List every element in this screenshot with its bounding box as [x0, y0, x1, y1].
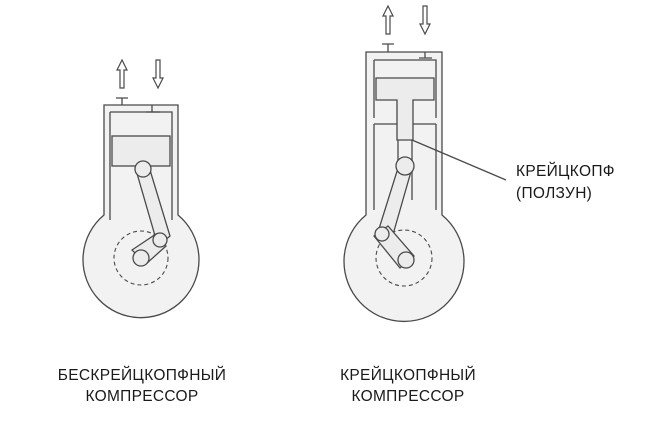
right-crosshead-pin — [395, 156, 415, 176]
crossheadless-compressor — [82, 58, 200, 319]
right-caption-line2: КОМПРЕССОР — [351, 388, 464, 405]
right-up-arrow-icon — [382, 4, 394, 35]
left-crank-circle — [113, 230, 169, 286]
right-suction-valve — [382, 43, 394, 52]
crosshead-leader-line — [411, 139, 507, 181]
left-crank-pin — [152, 232, 168, 248]
crosshead-compressor — [343, 4, 507, 323]
right-crank-pin — [374, 226, 390, 242]
crosshead-label-line2: (ПОЛЗУН) — [516, 185, 592, 202]
right-cylinder-bore — [373, 59, 437, 118]
left-cylinder-bore — [109, 111, 173, 220]
left-crank-shaft — [132, 249, 150, 267]
right-down-arrow-icon — [419, 5, 431, 36]
left-discharge-valve — [146, 105, 160, 113]
left-down-arrow-icon — [152, 59, 164, 90]
left-suction-valve — [116, 97, 128, 105]
right-caption-line1: КРЕЙЦКОПФНЫЙ — [340, 366, 476, 384]
crosshead-label-line1: КРЕЙЦКОПФ — [516, 162, 615, 180]
right-crank-circle — [375, 229, 433, 287]
left-caption-line2: КОМПРЕССОР — [85, 388, 198, 405]
left-caption-line1: БЕСКРЕЙЦКОПФНЫЙ — [58, 366, 226, 384]
left-wrist-pin — [134, 160, 152, 178]
left-up-arrow-icon — [116, 58, 128, 89]
right-crank-shaft — [397, 251, 415, 269]
right-discharge-valve — [419, 52, 432, 59]
